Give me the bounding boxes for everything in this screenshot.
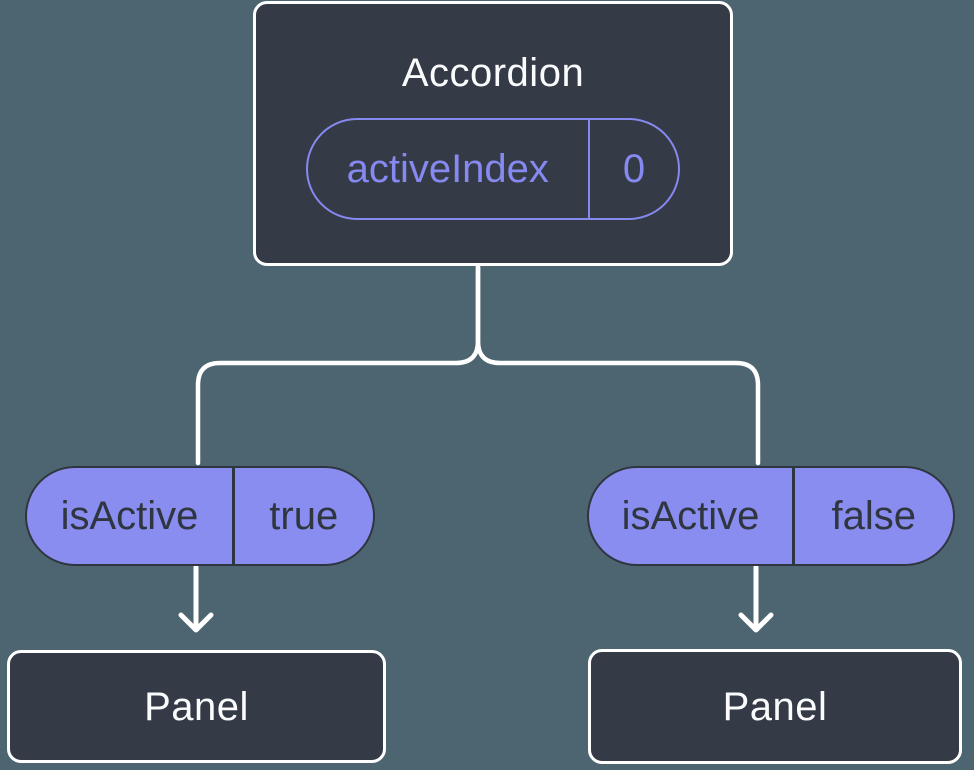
arrow-right-icon (738, 564, 774, 633)
panel-node-right: Panel (588, 649, 962, 764)
prop-pill-isactive-true: isActive true (25, 466, 375, 566)
prop-value-label: false (831, 493, 917, 538)
prop-name-label: isActive (60, 493, 199, 538)
state-value-label: 0 (622, 146, 646, 191)
branch-right-wire (475, 264, 761, 466)
state-pill-divider (587, 120, 590, 218)
prop-pill-divider (792, 468, 795, 564)
state-name-label: activeIndex (346, 146, 549, 191)
panel-node-title: Panel (144, 684, 249, 729)
arrow-left-icon (178, 564, 214, 633)
accordion-node: Accordion activeIndex 0 (253, 1, 733, 266)
panel-node-left: Panel (7, 650, 386, 763)
prop-name-label: isActive (621, 493, 760, 538)
prop-pill-isactive-false: isActive false (587, 466, 955, 566)
prop-value-label: true (269, 493, 339, 538)
prop-pill-divider (232, 468, 235, 564)
accordion-node-title: Accordion (401, 51, 585, 95)
branch-left-wire (195, 264, 481, 466)
panel-node-title: Panel (722, 684, 828, 729)
state-pill: activeIndex 0 (306, 118, 680, 220)
